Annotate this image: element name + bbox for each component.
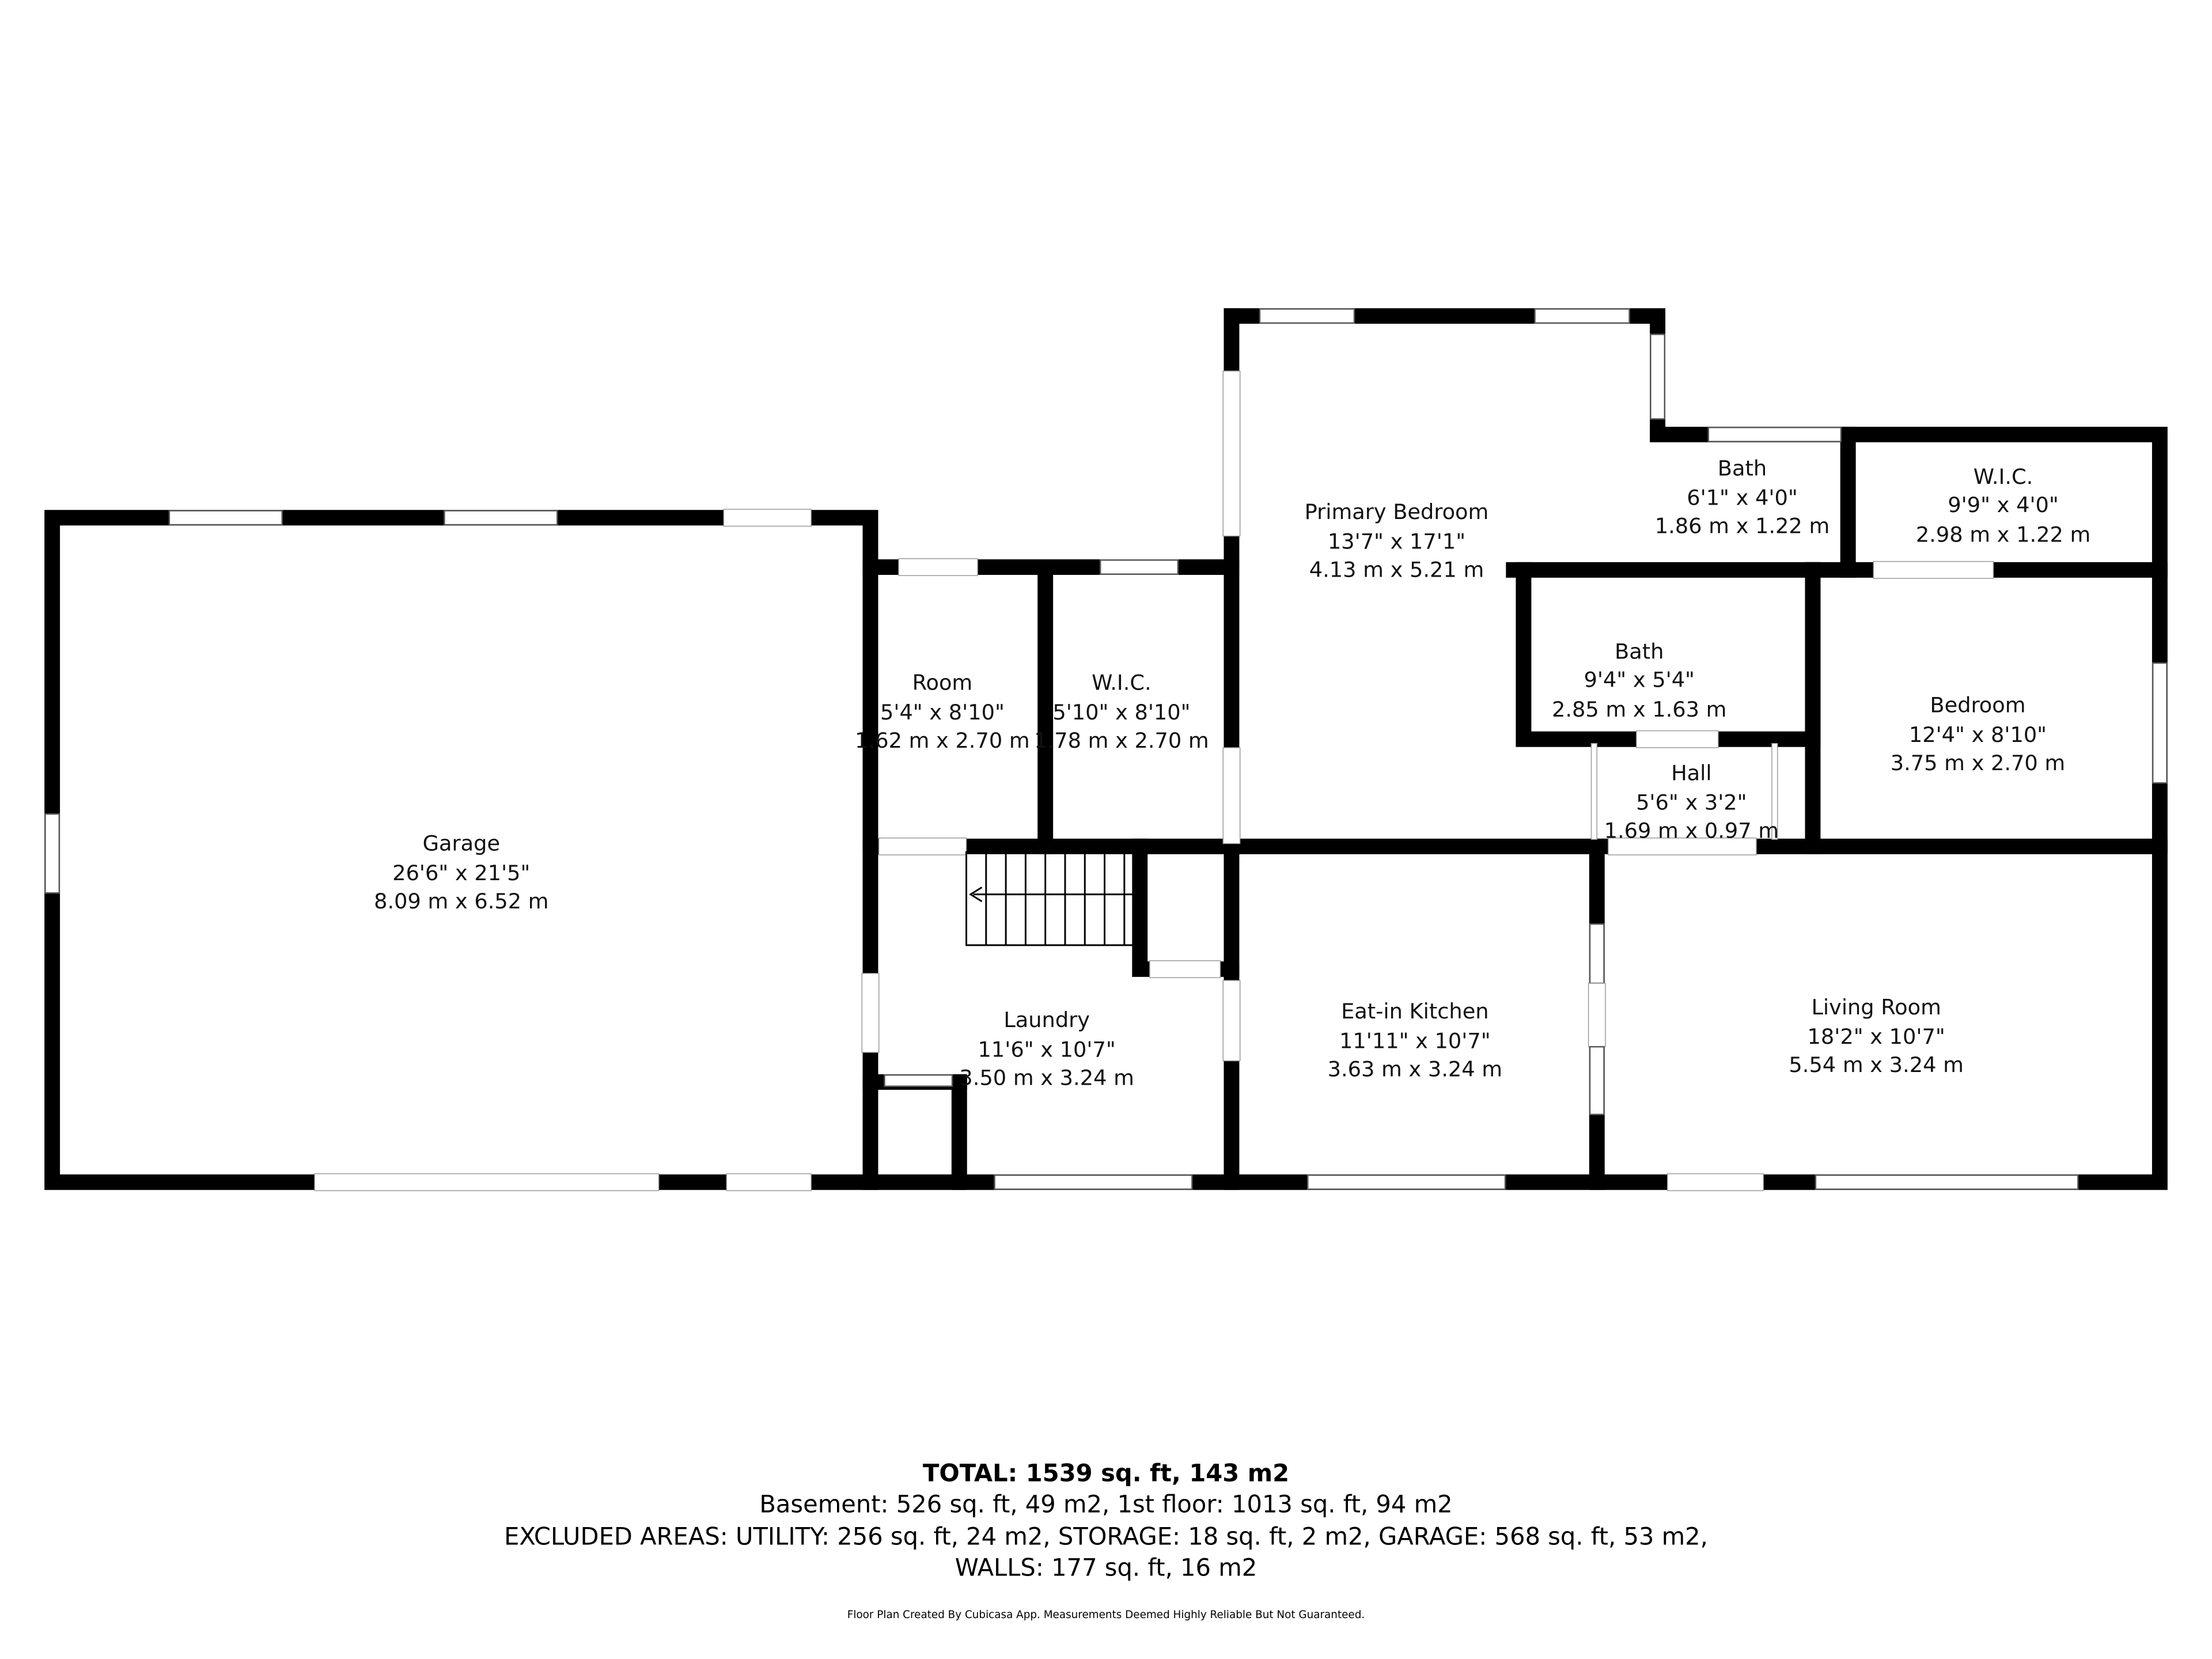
disclaimer: Floor Plan Created By Cubicasa App. Meas… (847, 1609, 1365, 1621)
room-name: Room (912, 671, 973, 695)
room-dimensions-imperial: 18'2" x 10'7" (1808, 1024, 1945, 1049)
room-garage: Garage 26'6" x 21'5" 8.09 m x 6.52 m (374, 831, 548, 914)
window (884, 1074, 953, 1087)
room-dimensions-imperial: 26'6" x 21'5" (392, 861, 530, 885)
room-dimensions-metric: 1.69 m x 0.97 m (1604, 819, 1779, 843)
room-dimensions-metric: 3.63 m x 3.24 m (1328, 1057, 1502, 1082)
room-name: Primary Bedroom (1305, 499, 1489, 524)
room-room: Room 5'4" x 8'10" 1.62 m x 2.70 m (855, 671, 1029, 753)
window (1534, 308, 1630, 324)
room-dimensions-metric: 1.78 m x 2.70 m (1034, 728, 1209, 753)
window (1589, 1046, 1605, 1115)
room-name: Bath (1718, 456, 1767, 480)
room-dimensions-metric: 2.85 m x 1.63 m (1552, 697, 1726, 722)
room-living-room: Living Room 18'2" x 10'7" 5.54 m x 3.24 … (1789, 995, 1963, 1077)
window (1650, 334, 1666, 420)
floor-areas: Basement: 526 sq. ft, 49 m2, 1st floor: … (759, 1490, 1452, 1518)
room-bath-1: Bath 6'1" x 4'0" 1.86 m x 1.22 m (1655, 456, 1830, 538)
room-name: Bath (1615, 639, 1664, 664)
openings-and-windows (44, 308, 2168, 1191)
room-primary-bedroom: Primary Bedroom 13'7" x 17'1" 4.13 m x 5… (1305, 499, 1489, 582)
room-dimensions-imperial: 9'4" x 5'4" (1584, 668, 1694, 692)
room-bedroom: Bedroom 12'4" x 8'10" 3.75 m x 2.70 m (1891, 693, 2065, 775)
room-name: W.I.C. (1974, 464, 2033, 489)
room-name: Laundry (1003, 1007, 1090, 1032)
room-name: Garage (423, 831, 500, 856)
room-name: Eat-in Kitchen (1341, 999, 1489, 1024)
room-dimensions-imperial: 5'4" x 8'10" (880, 700, 1005, 725)
room-dimensions-metric: 5.54 m x 3.24 m (1789, 1052, 1963, 1077)
room-dimensions-imperial: 13'7" x 17'1" (1328, 529, 1465, 554)
room-name: W.I.C. (1092, 671, 1152, 695)
room-name: Living Room (1811, 995, 1941, 1020)
room-dimensions-metric: 3.50 m x 3.24 m (959, 1065, 1134, 1090)
window (444, 510, 558, 526)
window (168, 510, 283, 526)
room-name: Hall (1671, 760, 1712, 785)
walls-area: WALLS: 177 sq. ft, 16 m2 (955, 1554, 1257, 1582)
room-wic-2: W.I.C. 9'9" x 4'0" 2.98 m x 1.22 m (1916, 464, 2090, 547)
window (1707, 426, 1842, 442)
room-eat-in-kitchen: Eat-in Kitchen 11'11" x 10'7" 3.63 m x 3… (1328, 999, 1502, 1081)
window (1589, 923, 1605, 984)
room-dimensions-imperial: 12'4" x 8'10" (1909, 722, 2047, 747)
room-dimensions-imperial: 9'9" x 4'0" (1948, 493, 2058, 517)
room-dimensions-imperial: 6'1" x 4'0" (1687, 486, 1797, 510)
window (1259, 308, 1355, 324)
room-dimensions-metric: 8.09 m x 6.52 m (374, 889, 548, 914)
window (1099, 559, 1179, 575)
room-dimensions-metric: 4.13 m x 5.21 m (1309, 558, 1484, 582)
room-dimensions-imperial: 5'6" x 3'2" (1636, 790, 1747, 815)
room-dimensions-metric: 2.98 m x 1.22 m (1916, 522, 2090, 547)
room-bath-2: Bath 9'4" x 5'4" 2.85 m x 1.63 m (1552, 639, 1726, 722)
room-dimensions-imperial: 5'10" x 8'10" (1052, 700, 1190, 725)
room-wic-1: W.I.C. 5'10" x 8'10" 1.78 m x 2.70 m (1034, 671, 1209, 753)
stairs (965, 851, 1137, 946)
window (1815, 1174, 2079, 1190)
window (1306, 1174, 1506, 1190)
total-area: TOTAL: 1539 sq. ft, 143 m2 (923, 1459, 1289, 1487)
window (2152, 662, 2168, 784)
room-dimensions-metric: 1.86 m x 1.22 m (1655, 514, 1830, 539)
room-laundry: Laundry 11'6" x 10'7" 3.50 m x 3.24 m (959, 1007, 1134, 1090)
room-dimensions-metric: 3.75 m x 2.70 m (1891, 751, 2065, 775)
area-summary: TOTAL: 1539 sq. ft, 143 m2 Basement: 526… (504, 1459, 1708, 1621)
window (44, 813, 60, 894)
room-dimensions-metric: 1.62 m x 2.70 m (855, 728, 1029, 753)
room-dimensions-imperial: 11'11" x 10'7" (1339, 1029, 1491, 1054)
window (994, 1174, 1193, 1190)
room-dimensions-imperial: 11'6" x 10'7" (978, 1037, 1116, 1062)
excluded-areas: EXCLUDED AREAS: UTILITY: 256 sq. ft, 24 … (504, 1522, 1708, 1551)
room-name: Bedroom (1930, 693, 2025, 718)
room-hall: Hall 5'6" x 3'2" 1.69 m x 0.97 m (1604, 760, 1779, 843)
